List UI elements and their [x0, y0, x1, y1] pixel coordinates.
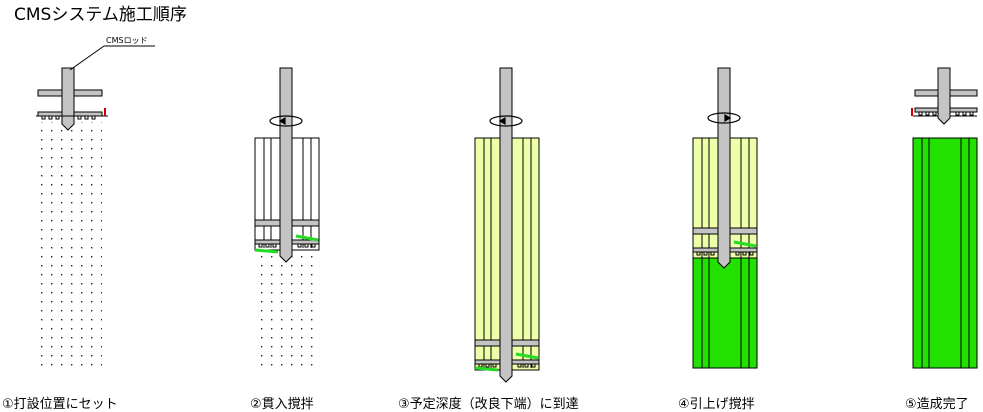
cms-rod	[937, 67, 951, 125]
step-3-label: ③予定深度（改良下端）に到達	[398, 397, 579, 412]
untreated-soil	[255, 248, 321, 368]
untreated-soil	[36, 122, 102, 368]
mixing-blade	[295, 234, 319, 242]
step-5-label: ⑤造成完了	[905, 397, 969, 412]
cms-rod	[279, 67, 293, 263]
edge-marker	[104, 108, 106, 116]
mixing-blade	[254, 248, 279, 254]
mixing-blade	[474, 366, 499, 372]
cutter-teeth	[258, 243, 316, 248]
rotation-arrow-icon	[489, 115, 523, 127]
cms-rod	[499, 67, 513, 383]
step-3-figure	[474, 67, 540, 383]
construction-sequence-diagram: CMSロッド	[36, 36, 978, 383]
rotation-arrow-icon	[269, 115, 303, 127]
cutter-teeth	[696, 251, 754, 256]
step-4-figure	[692, 67, 758, 369]
cms-rod	[717, 67, 731, 269]
improved-column	[692, 257, 758, 369]
callout-leader	[69, 45, 105, 71]
mixing-blade	[515, 352, 539, 360]
edge-marker	[911, 108, 913, 116]
cutter-teeth	[478, 363, 536, 368]
cutter-teeth	[918, 111, 974, 116]
mixing-blade	[733, 240, 757, 248]
step-4-label: ④引上げ撹拌	[678, 397, 755, 412]
cms-rod	[61, 67, 75, 131]
step-1-figure: CMSロッド	[36, 36, 155, 368]
improved-column	[912, 137, 978, 369]
step-1-label: ①打設位置にセット	[2, 397, 118, 412]
step-2-label: ②貫入撹拌	[250, 397, 314, 412]
step-2-figure	[254, 67, 321, 368]
cutter-teeth	[41, 115, 96, 120]
diagram-title: CMSシステム施工順序	[14, 5, 187, 25]
step-5-figure	[911, 67, 978, 369]
rotation-arrow-icon	[707, 112, 741, 124]
rod-callout-label: CMSロッド	[106, 36, 148, 45]
